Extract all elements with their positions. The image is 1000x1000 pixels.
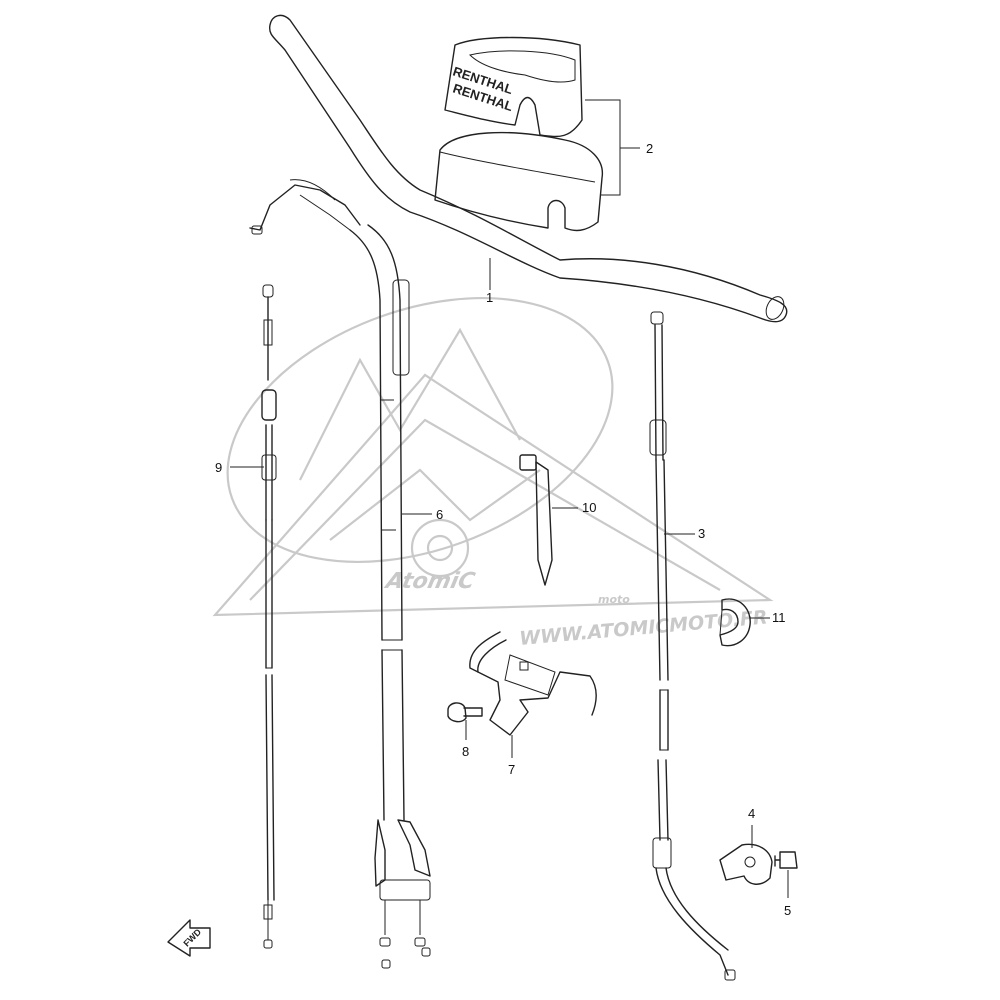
- callout-5-label: 5: [784, 903, 791, 918]
- callout-2-label: 2: [646, 141, 653, 156]
- callout-1: 1: [486, 258, 493, 305]
- callout-8-label: 8: [462, 744, 469, 759]
- throttle-cable-part: [249, 179, 431, 969]
- bolt-8-part: [447, 702, 483, 723]
- holder-part: [719, 843, 773, 885]
- callout-7-label: 7: [508, 762, 515, 777]
- callout-10-label: 10: [582, 500, 596, 515]
- callout-7: 7: [508, 735, 515, 777]
- bracket-part: [469, 631, 597, 736]
- watermark-sub: moto: [598, 593, 630, 606]
- fwd-label: FWD: [182, 927, 204, 949]
- callout-10: 10: [552, 500, 596, 515]
- left-cable-part: [261, 284, 277, 949]
- callout-3: 3: [664, 526, 705, 541]
- watermark-brand: AtomiC: [382, 568, 478, 594]
- callout-8: 8: [462, 720, 469, 759]
- callout-1-label: 1: [486, 290, 493, 305]
- bolt-5-part: [774, 851, 798, 869]
- callout-4: 4: [748, 806, 755, 848]
- fwd-arrow-icon: FWD: [167, 919, 211, 957]
- callout-6-label: 6: [436, 507, 443, 522]
- callout-11-label: 11: [772, 610, 786, 625]
- callout-6: 6: [402, 507, 443, 522]
- callout-4-label: 4: [748, 806, 755, 821]
- callout-9-label: 9: [215, 460, 222, 475]
- callout-5: 5: [784, 870, 791, 918]
- handlebar-part: [268, 14, 788, 323]
- cable-tie-part: [519, 454, 553, 586]
- watermark-url: WWW.ATOMICMOTO.FR: [519, 606, 769, 650]
- callout-11: 11: [750, 610, 786, 625]
- clutch-cable-part: [649, 311, 736, 981]
- callout-9: 9: [215, 460, 264, 475]
- clamp-part: [719, 598, 751, 647]
- atomicmoto-watermark: AtomiC moto WWW.ATOMICMOTO.FR: [212, 297, 774, 650]
- handlebar-pad-part: RENTHAL RENTHAL: [434, 36, 604, 232]
- callout-2: 2: [585, 99, 653, 196]
- callout-3-label: 3: [698, 526, 705, 541]
